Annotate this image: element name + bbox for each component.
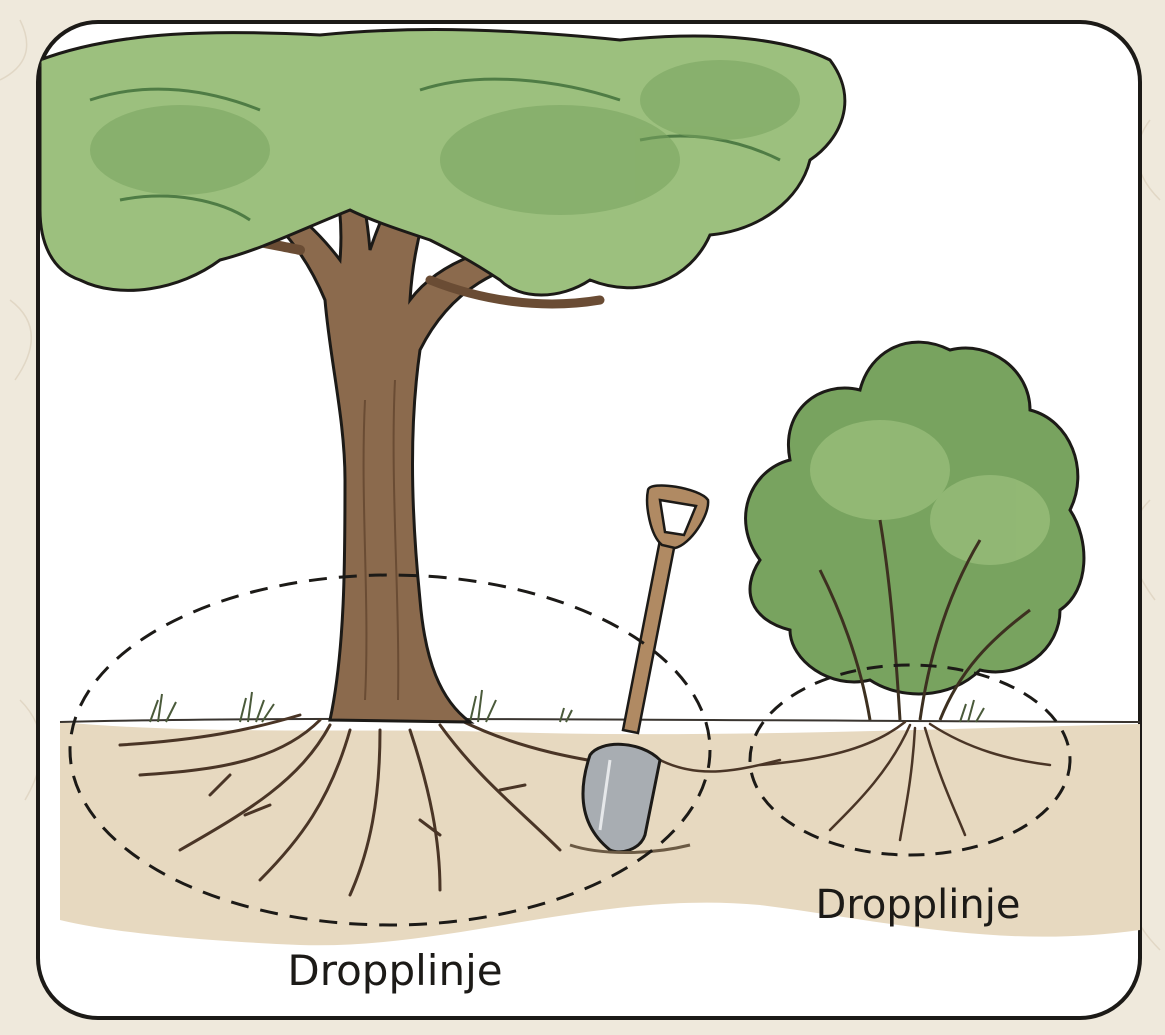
shrub-dripline-label: Dropplinje [816, 882, 1021, 928]
tree-dripline-label: Dropplinje [287, 946, 502, 995]
